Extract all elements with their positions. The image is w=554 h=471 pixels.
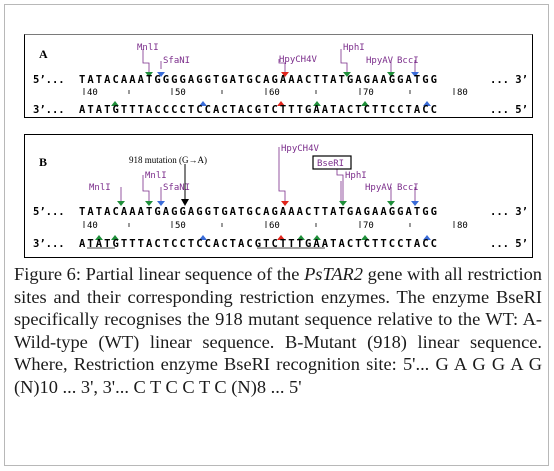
cut-site-arrow (387, 201, 395, 206)
panel-b-sequence-map: 918 mutation (G→A) MnlI MnlI SfaNI HpyCH… (33, 144, 528, 250)
cut-site-arrow (95, 235, 103, 240)
figure-frame (4, 4, 549, 466)
panel-a-sequence-map: MnlI SfaNI HpyCH4V HphI HpyAV BccI 5’...… (33, 43, 528, 116)
cut-site-arrow (297, 235, 305, 240)
tick-label: 60 (269, 88, 280, 98)
tick-label: 80 (457, 221, 468, 231)
cut-site-arrow (313, 235, 321, 240)
cut-site-arrow (343, 72, 351, 77)
tick-label: 60 (269, 221, 280, 231)
cut-site-arrow (423, 235, 431, 240)
tick-label: 40 (87, 221, 98, 231)
top-strand-prefix: 5’... (33, 206, 65, 218)
enzyme-label-mnli: MnlI (89, 183, 111, 193)
cut-site-arrow (313, 101, 321, 106)
cut-site-arrow (199, 235, 207, 240)
tick-label: 80 (457, 88, 468, 98)
bserI-highlight-box (312, 155, 352, 170)
mutation-arrow (181, 199, 189, 206)
enzyme-label-bcci: BccI (397, 56, 419, 66)
cut-site-arrow (339, 201, 347, 206)
cut-site-arrow (157, 201, 165, 206)
bottom-strand-suffix: ... 5’ (490, 104, 528, 116)
top-strand-prefix: 5’... (33, 74, 65, 86)
tick-label: 40 (87, 88, 98, 98)
cut-site-arrow (145, 72, 153, 77)
panel-b-label: B (39, 155, 48, 169)
top-strand-suffix: ... 3’ (490, 74, 528, 86)
enzyme-label-mnli: MnlI (137, 43, 159, 53)
cut-site-arrow (281, 201, 289, 206)
caption-panel-ref-a: A (522, 309, 536, 330)
cut-site-arrow (361, 101, 369, 106)
tick-label: 70 (363, 88, 374, 98)
cut-site-arrow (277, 235, 285, 240)
figure-label: Figure 6 (14, 264, 76, 284)
caption-text: : Partial linear sequence of the (75, 264, 305, 284)
cut-site-arrow (117, 201, 125, 206)
top-strand-suffix: ... 3’ (490, 206, 528, 218)
caption-text: gene with all restriction sites and thei… (14, 264, 543, 330)
enzyme-label-hpych4v: HpyCH4V (279, 55, 318, 65)
enzyme-label-bseri: BseRI (317, 159, 344, 169)
enzyme-label-hpyav: HpyAV (365, 183, 393, 193)
cut-site-arrow (387, 72, 395, 77)
cut-site-arrow (145, 201, 153, 206)
cut-site-arrow (411, 201, 419, 206)
bottom-strand-sequence: ATATGTTTACTCCTCCACTACGTCTTTGAATACTCTTCCT… (79, 238, 439, 250)
cut-site-arrow (277, 101, 285, 106)
caption-text: -Mutant (918) linear sequence. Where, Re… (14, 331, 542, 397)
panel-a: A MnlI SfaNI HpyCH4V HphI HpyAV BccI 5’.… (24, 34, 533, 118)
enzyme-label-bcci: BccI (397, 183, 419, 193)
panel-b: B 918 mutation (G→A) MnlI MnlI SfaNI Hpy… (24, 134, 533, 258)
cut-site-arrow (281, 72, 289, 77)
enzyme-label-sfani: SfaNI (163, 56, 190, 66)
enzyme-label-mnli: MnlI (145, 171, 167, 181)
enzyme-label-hpyav: HpyAV (366, 56, 394, 66)
enzyme-label-hphi: HphI (345, 171, 367, 181)
mutation-note: 918 mutation (G→A) (129, 155, 207, 165)
tick-label: 50 (175, 221, 186, 231)
cut-site-arrow (111, 101, 119, 106)
cut-site-arrow (361, 235, 369, 240)
top-strand-sequence: TATACAAATGGGGAGGTGATGCAGAAACTTATGAGAAGGA… (79, 74, 439, 86)
tick-label: 70 (363, 221, 374, 231)
bottom-strand-prefix: 3’... (33, 104, 65, 116)
caption-panel-ref-b: B (284, 331, 298, 352)
bottom-strand-prefix: 3’... (33, 238, 65, 250)
cut-site-arrow (199, 101, 207, 106)
top-strand-sequence: TATACAAATGAGGAGGTGATGCAGAAACTTATGAGAAGGA… (79, 206, 439, 218)
figure-caption: Figure 6: Partial linear sequence of the… (14, 263, 542, 399)
cut-site-arrow (111, 235, 119, 240)
enzyme-label-sfani: SfaNI (163, 183, 190, 193)
panel-a-label: A (39, 47, 48, 61)
gene-name: PsTAR2 (304, 264, 363, 284)
bottom-strand-suffix: ... 5’ (490, 238, 528, 250)
caption-text: -Wild-type (WT) linear sequence. (14, 309, 542, 352)
cut-site-arrow (411, 72, 419, 77)
enzyme-label-hpych4v: HpyCH4V (281, 144, 320, 154)
bottom-strand-sequence: ATATGTTTACCCCTCCACTACGTCTTTGAATACTCTTCCT… (79, 104, 439, 116)
tick-label: 50 (175, 88, 186, 98)
cut-site-arrow (423, 101, 431, 106)
enzyme-label-hphi: HphI (343, 43, 365, 53)
cut-site-arrow (157, 72, 165, 77)
